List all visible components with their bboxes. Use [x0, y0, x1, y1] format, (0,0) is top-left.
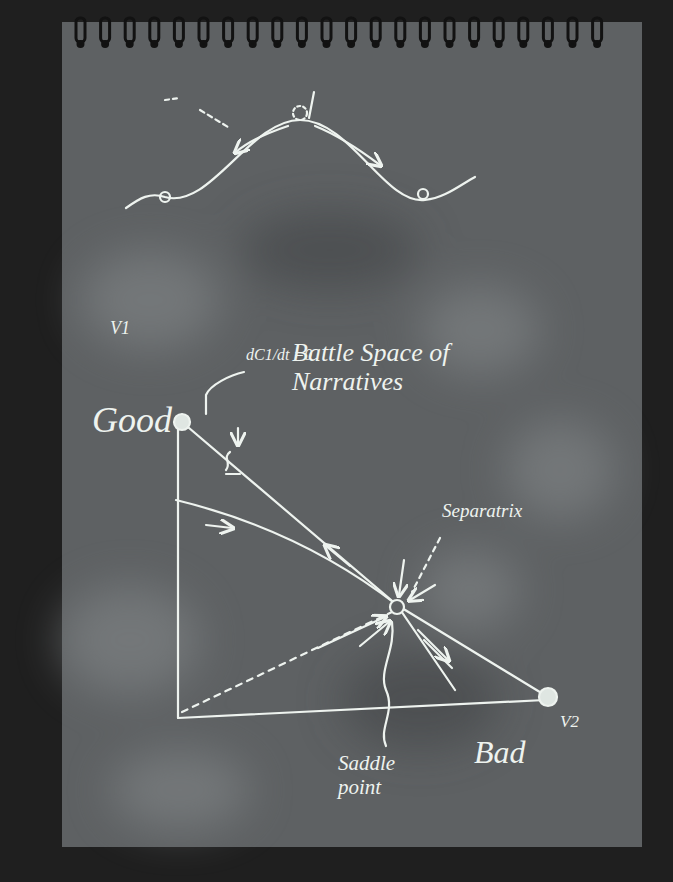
axis-label: V1 [110, 318, 130, 338]
binding-ring [593, 18, 602, 42]
binding-hole [78, 42, 83, 47]
binding-hole [324, 42, 329, 47]
binding-ring [101, 18, 110, 42]
binding-hole [275, 42, 280, 47]
binding-hole [373, 42, 378, 47]
separatrix-label: Separatrix [442, 500, 522, 521]
binding-hole [250, 42, 255, 47]
binding-hole [545, 42, 550, 47]
axis-label: V2 [560, 712, 579, 731]
binding-ring [445, 18, 454, 42]
binding-hole [447, 42, 452, 47]
binding-hole [201, 42, 206, 47]
binding-hole [496, 42, 501, 47]
binding-ring [174, 18, 183, 42]
binding-ring [322, 18, 331, 42]
binding-ring [347, 18, 356, 42]
binding-ring [396, 18, 405, 42]
binding-hole [176, 42, 181, 47]
binding-ring [224, 18, 233, 42]
binding-hole [472, 42, 477, 47]
binding-hole [152, 42, 157, 47]
binding-hole [103, 42, 108, 47]
binding-hole [127, 42, 132, 47]
binding-ring [420, 18, 429, 42]
attractor-label: Good [92, 400, 172, 440]
binding-hole [570, 42, 575, 47]
binding-ring [273, 18, 282, 42]
binding-hole [595, 42, 600, 47]
binding-ring [470, 18, 479, 42]
binding-hole [226, 42, 231, 47]
binding-ring [125, 18, 134, 42]
binding-ring [519, 18, 528, 42]
binding-ring [150, 18, 159, 42]
binding-hole [422, 42, 427, 47]
binding-ring [297, 18, 306, 42]
binding-ring [494, 18, 503, 42]
binding-ring [248, 18, 257, 42]
binding-ring [371, 18, 380, 42]
title-label: Battle Space of Narratives [292, 338, 457, 396]
saddle-label: Saddle point [338, 752, 428, 799]
binding-hole [521, 42, 526, 47]
binding-ring [199, 18, 208, 42]
binding-ring [76, 18, 85, 42]
binding-ring [568, 18, 577, 42]
binding-hole [299, 42, 304, 47]
attractor-label: Bad [474, 735, 526, 771]
binding-hole [349, 42, 354, 47]
binding-hole [398, 42, 403, 47]
binding-ring [543, 18, 552, 42]
